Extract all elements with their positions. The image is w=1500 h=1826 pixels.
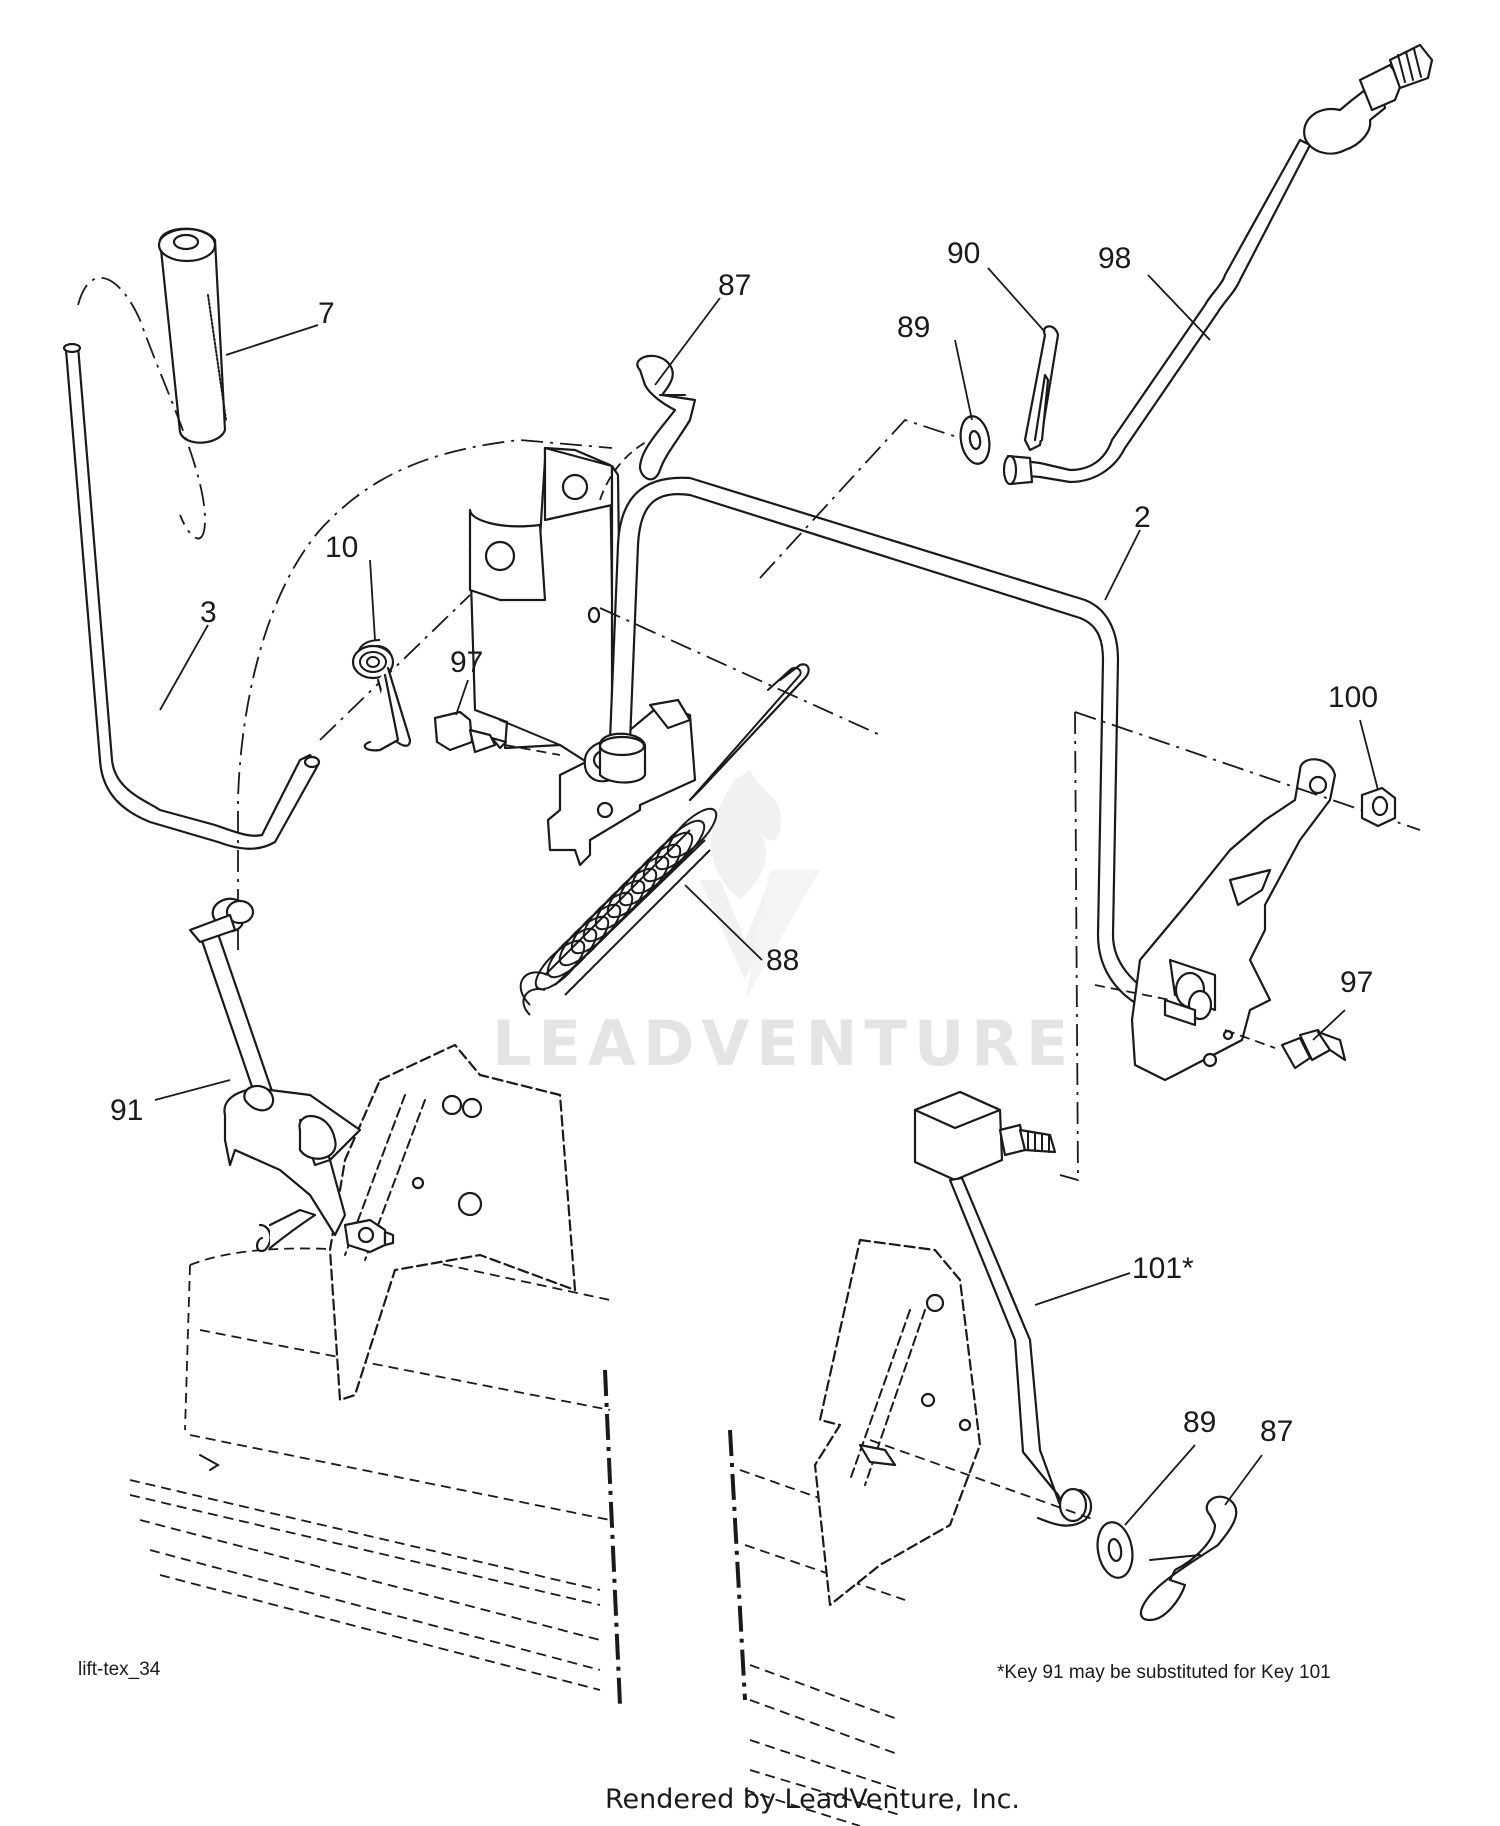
rod-to-washer-path — [869, 1439, 1096, 1521]
extension-spring — [519, 663, 810, 1016]
left-link-bracket — [223, 1084, 395, 1254]
right-link-bracket — [1130, 758, 1337, 1082]
callout-87-upper: 87 — [718, 269, 751, 302]
handle-to-spring-path — [319, 594, 471, 741]
callout-2: 2 — [1134, 501, 1151, 534]
callout-3: 3 — [200, 596, 217, 629]
callout-90: 90 — [947, 237, 980, 270]
left-deck-outline — [129, 1247, 622, 1706]
cotter-pin — [1023, 325, 1060, 452]
flange-bolt-left — [433, 710, 508, 754]
lift-link-left — [188, 897, 277, 1112]
shaft-washer-path — [759, 418, 961, 579]
washer-lower — [1096, 1521, 1134, 1579]
hairpin-clip-lower — [1139, 1495, 1238, 1622]
rendered-by-credit: Rendered by LeadVenture, Inc. — [605, 1784, 1020, 1815]
hex-nut — [1360, 786, 1397, 828]
hairpin-upper-path — [599, 439, 651, 501]
right-bolt-path — [1094, 984, 1171, 1001]
right-pivot-bracket — [813, 1238, 982, 1607]
leader-lines — [154, 267, 1379, 1526]
substitution-note: *Key 91 may be substituted for Key 101 — [997, 1662, 1331, 1683]
handle-grip — [157, 227, 227, 444]
trunnion-block — [913, 1090, 1057, 1182]
right-bolt-path-2 — [1224, 1029, 1276, 1049]
lift-rod — [1002, 43, 1434, 486]
grip-alignment-path — [77, 276, 206, 540]
left-pivot-bracket — [328, 1043, 577, 1402]
lift-handle — [62, 342, 321, 850]
hairpin-clip-upper — [636, 354, 697, 481]
callout-91: 91 — [110, 1094, 143, 1127]
flange-bolt-right — [1280, 1028, 1347, 1070]
callout-89-lower: 89 — [1183, 1406, 1216, 1439]
handle-to-link-path — [237, 439, 613, 950]
callout-100: 100 — [1328, 681, 1378, 714]
left-mounting-bracket — [468, 446, 624, 782]
callout-88: 88 — [766, 944, 799, 977]
callout-87-lower: 87 — [1260, 1415, 1293, 1448]
callout-97-right: 97 — [1340, 966, 1373, 999]
watermark-logo — [700, 770, 820, 1000]
callout-97-left: 97 — [450, 646, 483, 679]
callouts: 7 87 90 98 89 10 3 97 2 100 88 97 91 101… — [110, 237, 1378, 1448]
lift-rod-right — [948, 1176, 1093, 1527]
callout-10: 10 — [325, 531, 358, 564]
callout-7: 7 — [318, 297, 335, 330]
callout-101: 101* — [1132, 1252, 1194, 1285]
callout-89-upper: 89 — [897, 311, 930, 344]
right-bracket-to-rod-path — [1059, 711, 1079, 1182]
torsion-spring — [351, 639, 412, 752]
watermark-text: LEADVENTURE — [492, 1007, 1075, 1080]
spring-mount-path — [599, 607, 881, 736]
washer-upper — [959, 415, 991, 465]
bolt-left-path — [504, 744, 561, 756]
callout-98: 98 — [1098, 242, 1131, 275]
figure-id: lift-tex_34 — [78, 1659, 161, 1680]
